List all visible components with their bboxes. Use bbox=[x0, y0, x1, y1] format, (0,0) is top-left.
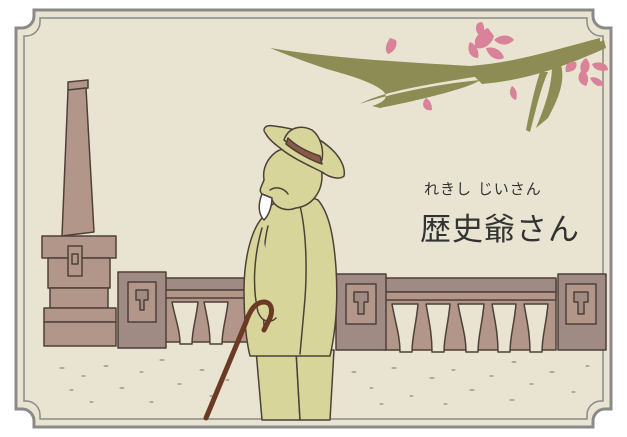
ground-texture bbox=[59, 359, 590, 405]
old-man-figure-icon bbox=[203, 124, 346, 421]
stone-bridge-railing-icon bbox=[117, 271, 607, 353]
page-title: 歴史爺さん bbox=[420, 212, 580, 248]
title-ruby: れきし じいさん bbox=[424, 180, 542, 198]
inner-frame-border bbox=[23, 17, 604, 420]
smokestack-icon bbox=[41, 79, 117, 347]
cherry-blossom-branch-icon bbox=[270, 22, 608, 132]
